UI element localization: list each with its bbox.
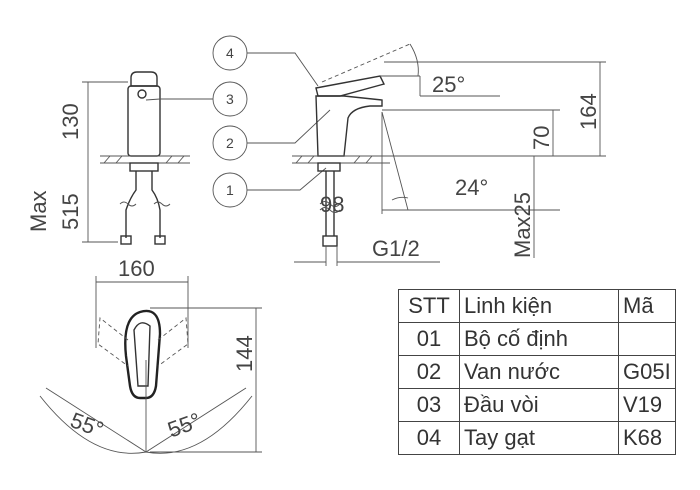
table-row: 03 Đầu vòi V19 [398,388,676,422]
cell-stt: 01 [398,322,460,356]
cell-component: Van nước [459,355,619,389]
dim-160: 160 [118,256,155,281]
cell-stt: 03 [398,388,460,422]
dim-g12: G1/2 [372,236,420,261]
dim-24deg: 24° [455,175,488,200]
header-code: Mã [618,289,676,323]
dim-max: Max [26,190,51,232]
table-header-row: STT Linh kiện Mã [398,289,676,323]
top-view: 160 144 55° 55° [39,256,262,454]
cell-component: Tay gạt [459,421,619,455]
cell-stt: 02 [398,355,460,389]
side-handle [315,75,386,97]
callout-1-label: 1 [226,182,234,198]
callouts: 4 3 2 1 [145,35,331,208]
side-view: 25° 164 70 24° Max25 98 G1/2 [292,43,606,266]
cell-code [618,322,676,356]
dim-515: 515 [58,193,83,230]
dim-55-left: 55° [67,407,107,442]
cell-component: Đầu vòi [459,388,619,422]
header-component: Linh kiện [459,289,619,323]
front-handle [130,71,158,87]
cell-code: G05I [618,355,676,389]
dim-70: 70 [529,126,554,150]
dim-55-right: 55° [164,408,204,443]
header-stt: STT [398,289,460,323]
callout-2-label: 2 [226,135,234,151]
cell-code: K68 [618,421,676,455]
cell-stt: 04 [398,421,460,455]
top-outline [124,309,162,400]
dim-164: 164 [576,93,601,130]
cell-code: V19 [618,388,676,422]
dim-130: 130 [58,103,83,140]
callout-3-label: 3 [226,91,234,107]
table-row: 02 Van nước G05I [398,355,676,389]
front-body [127,85,161,157]
dim-144: 144 [232,335,257,372]
side-body [315,95,383,157]
dim-max25: Max25 [510,192,535,258]
front-view: 130 515 Max [26,71,190,245]
dim-98: 98 [320,192,344,217]
table-row: 01 Bộ cố định [398,322,676,356]
cell-component: Bộ cố định [459,322,619,356]
front-aerator [137,89,147,99]
parts-table: STT Linh kiện Mã 01 Bộ cố định 02 Van nư… [398,289,676,455]
table-row: 04 Tay gạt K68 [398,421,676,455]
callout-4-label: 4 [226,45,234,61]
dim-25deg: 25° [432,72,465,97]
